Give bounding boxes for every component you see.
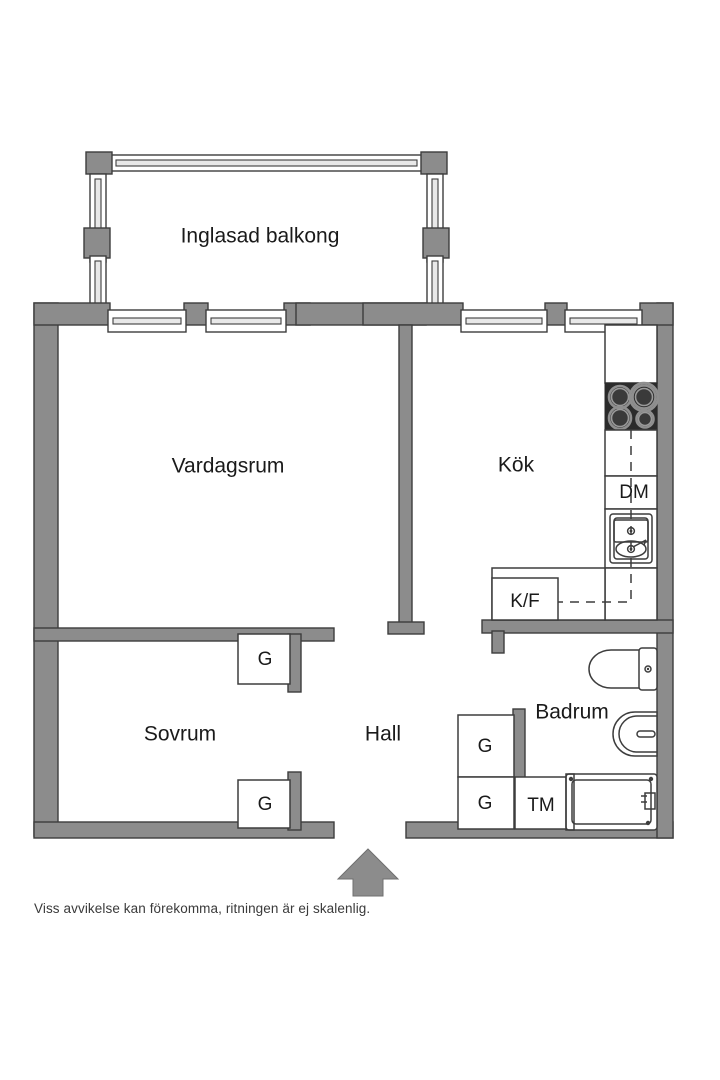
label-fridge-freezer: K/F — [510, 591, 540, 612]
closet-bedroom-upper-box — [237, 633, 291, 685]
toilet-icon — [588, 647, 658, 691]
entrance-arrow-icon — [336, 848, 400, 897]
disclaimer-text: Viss avvikelse kan förekomma, ritningen … — [34, 901, 371, 916]
closet-bedroom-lower-box — [237, 779, 291, 829]
bathtub-icon — [565, 773, 658, 831]
fridge-freezer-unit — [491, 577, 559, 621]
label-closet-bedroom-upper: G — [258, 649, 273, 670]
room-label-balcony: Inglasad balkong — [181, 225, 340, 248]
room-label-hall: Hall — [365, 723, 401, 746]
label-closet-hall-upper: G — [478, 736, 493, 757]
balcony-structure — [83, 151, 450, 313]
window-kitchen-left — [460, 309, 548, 333]
label-dishwasher: DM — [619, 482, 649, 503]
closet-hall-lower-box — [457, 776, 515, 830]
room-label-bedroom: Sovrum — [144, 723, 216, 746]
room-label-bathroom: Badrum — [535, 701, 609, 724]
label-closet-bedroom-lower: G — [258, 794, 273, 815]
window-livingroom-left — [107, 309, 187, 333]
bathroom-sink-icon — [612, 711, 658, 757]
window-livingroom-right — [205, 309, 287, 333]
label-closet-hall-lower: G — [478, 793, 493, 814]
kitchen-counter — [491, 324, 660, 621]
room-label-livingroom: Vardagsrum — [172, 455, 285, 478]
room-label-kitchen: Kök — [498, 454, 535, 477]
label-washing-machine: TM — [527, 795, 554, 816]
stove-icon — [604, 381, 660, 431]
